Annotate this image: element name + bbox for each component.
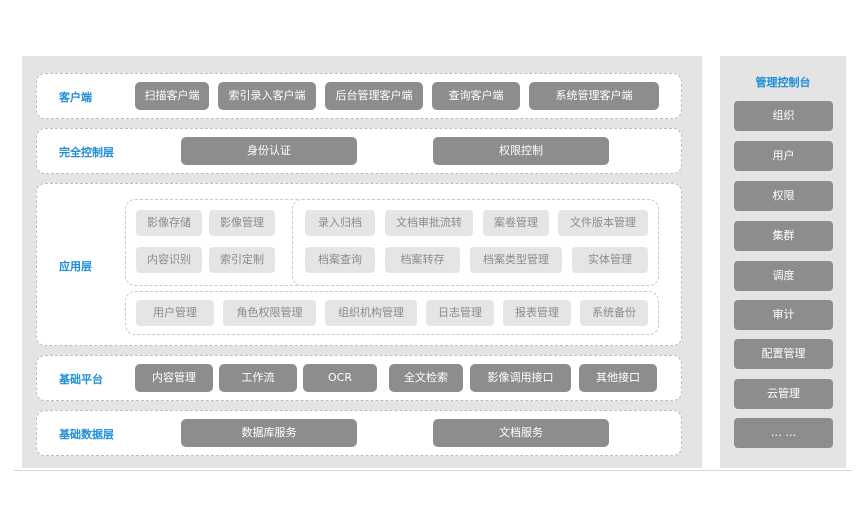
console-permission-button[interactable]: 权限 xyxy=(734,181,833,211)
app-role-permission-management[interactable]: 角色权限管理 xyxy=(223,300,316,326)
app-content-recognition[interactable]: 内容识别 xyxy=(136,247,202,273)
app-image-storage[interactable]: 影像存储 xyxy=(136,210,202,236)
layer-platform: 基础平台 内容管理 工作流 OCR 全文检索 影像调用接口 其他接口 xyxy=(36,355,682,401)
console-user-button[interactable]: 用户 xyxy=(734,141,833,171)
app-org-management[interactable]: 组织机构管理 xyxy=(325,300,417,326)
layer-control: 完全控制层 身份认证 权限控制 xyxy=(36,128,682,174)
client-query-button[interactable]: 查询客户端 xyxy=(432,82,520,110)
layer-client: 客户端 扫描客户端 索引录入客户端 后台管理客户端 查询客户端 系统管理客户端 xyxy=(36,73,682,119)
console-organization-button[interactable]: 组织 xyxy=(734,101,833,131)
layer-application-label: 应用层 xyxy=(59,260,92,273)
app-archive-query[interactable]: 档案查询 xyxy=(305,247,375,273)
layer-client-label: 客户端 xyxy=(59,91,92,104)
app-user-management[interactable]: 用户管理 xyxy=(136,300,214,326)
app-archive-transfer[interactable]: 档案转存 xyxy=(385,247,460,273)
database-service-button[interactable]: 数据库服务 xyxy=(181,419,357,447)
document-service-button[interactable]: 文档服务 xyxy=(433,419,609,447)
layer-data: 基础数据层 数据库服务 文档服务 xyxy=(36,410,682,456)
platform-image-api[interactable]: 影像调用接口 xyxy=(470,364,571,392)
app-system-backup[interactable]: 系统备份 xyxy=(580,300,648,326)
app-group-imaging: 影像存储 影像管理 内容识别 索引定制 xyxy=(125,199,315,286)
baseline-divider xyxy=(14,470,852,471)
client-scan-button[interactable]: 扫描客户端 xyxy=(135,82,209,110)
app-report-management[interactable]: 报表管理 xyxy=(503,300,571,326)
app-dossier-management[interactable]: 案卷管理 xyxy=(483,210,549,236)
layer-platform-label: 基础平台 xyxy=(59,373,103,386)
console-cloud-management-button[interactable]: 云管理 xyxy=(734,379,833,409)
app-file-version-management[interactable]: 文件版本管理 xyxy=(558,210,648,236)
permission-control-button[interactable]: 权限控制 xyxy=(433,137,609,165)
console-audit-button[interactable]: 审计 xyxy=(734,300,833,330)
platform-fulltext-search[interactable]: 全文检索 xyxy=(389,364,463,392)
app-image-management[interactable]: 影像管理 xyxy=(209,210,275,236)
layer-data-label: 基础数据层 xyxy=(59,428,114,441)
app-group-archives: 录入归档 文档审批流转 案卷管理 文件版本管理 档案查询 档案转存 档案类型管理… xyxy=(292,199,659,286)
platform-workflow[interactable]: 工作流 xyxy=(219,364,297,392)
console-more-button[interactable]: … … xyxy=(734,418,833,448)
platform-ocr[interactable]: OCR xyxy=(303,364,377,392)
client-backend-admin-button[interactable]: 后台管理客户端 xyxy=(325,82,423,110)
layer-application: 应用层 影像存储 影像管理 内容识别 索引定制 录入归档 文档审批流转 案卷管理… xyxy=(36,183,682,346)
app-archive-type-management[interactable]: 档案类型管理 xyxy=(470,247,562,273)
console-title: 管理控制台 xyxy=(755,76,811,89)
app-log-management[interactable]: 日志管理 xyxy=(426,300,494,326)
app-index-customization[interactable]: 索引定制 xyxy=(209,247,275,273)
platform-content-management[interactable]: 内容管理 xyxy=(135,364,213,392)
console-scheduling-button[interactable]: 调度 xyxy=(734,261,833,291)
console-cluster-button[interactable]: 集群 xyxy=(734,221,833,251)
app-group-system: 用户管理 角色权限管理 组织机构管理 日志管理 报表管理 系统备份 xyxy=(125,291,659,335)
app-entry-archiving[interactable]: 录入归档 xyxy=(305,210,375,236)
app-doc-approval-flow[interactable]: 文档审批流转 xyxy=(385,210,473,236)
platform-other-api[interactable]: 其他接口 xyxy=(579,364,657,392)
layer-control-label: 完全控制层 xyxy=(59,146,114,159)
console-config-management-button[interactable]: 配置管理 xyxy=(734,339,833,369)
client-index-entry-button[interactable]: 索引录入客户端 xyxy=(218,82,316,110)
identity-auth-button[interactable]: 身份认证 xyxy=(181,137,357,165)
app-physical-management[interactable]: 实体管理 xyxy=(572,247,648,273)
client-system-admin-button[interactable]: 系统管理客户端 xyxy=(529,82,659,110)
